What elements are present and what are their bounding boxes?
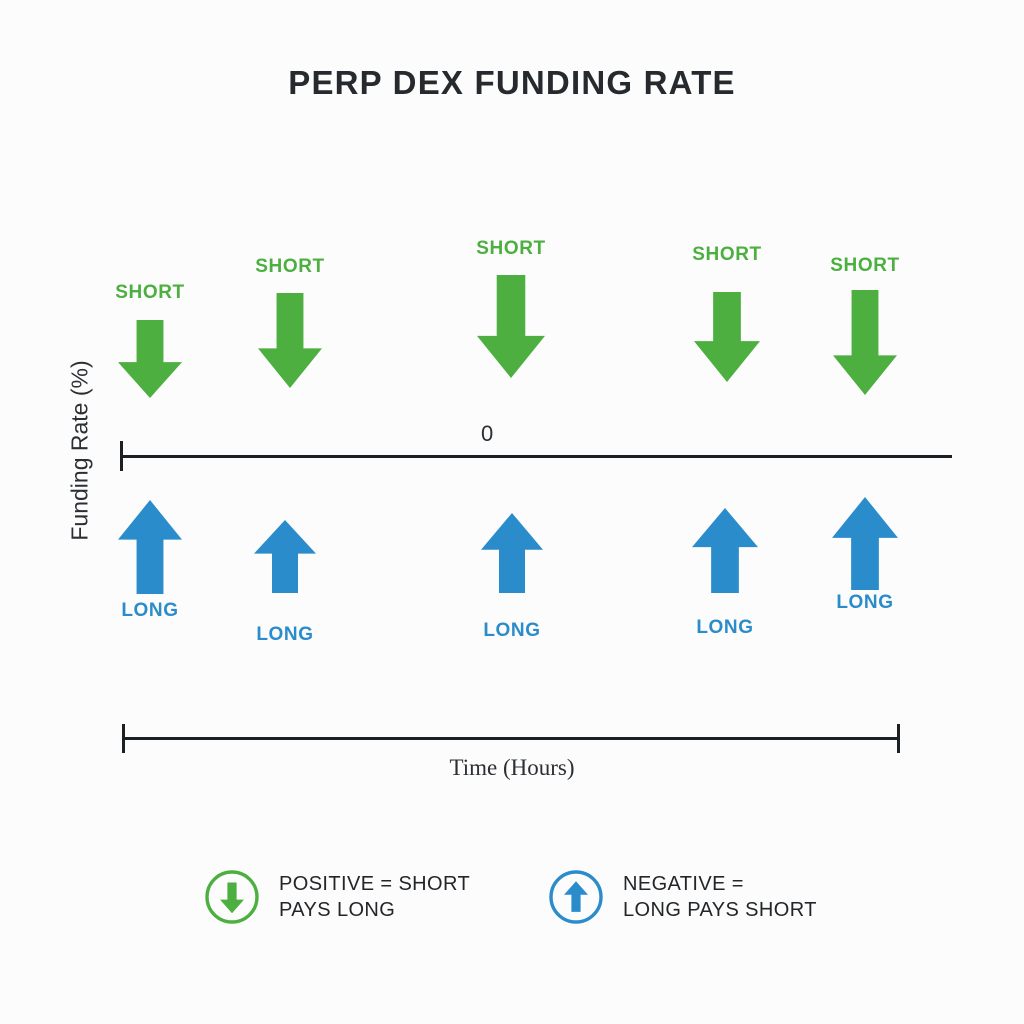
short-arrow-label-3: SHORT bbox=[476, 238, 546, 259]
long-arrow-label-5: LONG bbox=[836, 592, 894, 613]
short-arrow-3 bbox=[477, 275, 545, 378]
short-arrow-2 bbox=[258, 293, 322, 388]
short-arrow-1 bbox=[118, 320, 182, 398]
long-arrow-label-2: LONG bbox=[256, 624, 314, 645]
short-arrow-label-2: SHORT bbox=[255, 256, 325, 277]
legend-negative-text: NEGATIVE = LONG PAYS SHORT bbox=[623, 873, 817, 921]
long-arrow-label-4: LONG bbox=[696, 617, 754, 638]
y-axis-label: Funding Rate (%) bbox=[66, 360, 93, 541]
long-arrow-3 bbox=[481, 513, 543, 593]
long-arrow-5 bbox=[832, 497, 898, 590]
legend-item-positive: POSITIVE = SHORT PAYS LONG bbox=[203, 868, 470, 926]
short-arrow-4 bbox=[694, 292, 760, 382]
long-arrow-label-1: LONG bbox=[121, 600, 179, 621]
short-arrow-label-5: SHORT bbox=[830, 255, 900, 276]
legend: POSITIVE = SHORT PAYS LONG NEGATIVE = LO… bbox=[0, 868, 1024, 968]
short-arrow-5 bbox=[833, 290, 897, 395]
legend-item-negative: NEGATIVE = LONG PAYS SHORT bbox=[547, 868, 817, 926]
long-arrow-1 bbox=[118, 500, 182, 594]
page-title: PERP DEX FUNDING RATE bbox=[288, 64, 736, 101]
time-axis bbox=[122, 724, 900, 753]
time-axis-right-cap bbox=[897, 724, 900, 753]
zero-axis-line bbox=[120, 455, 952, 458]
long-arrow-4 bbox=[692, 508, 758, 593]
circle-arrow-down-icon bbox=[205, 870, 259, 924]
zero-tick-label: 0 bbox=[481, 421, 494, 446]
zero-axis bbox=[120, 441, 958, 471]
time-axis-left-cap bbox=[122, 724, 125, 753]
long-arrow-label-3: LONG bbox=[483, 620, 541, 641]
long-arrow-2 bbox=[254, 520, 316, 593]
circle-arrow-up-icon bbox=[549, 870, 603, 924]
short-arrow-label-1: SHORT bbox=[115, 282, 185, 303]
x-axis-label: Time (Hours) bbox=[449, 755, 575, 780]
legend-positive-text: POSITIVE = SHORT PAYS LONG bbox=[279, 873, 471, 921]
short-arrow-label-4: SHORT bbox=[692, 244, 762, 265]
